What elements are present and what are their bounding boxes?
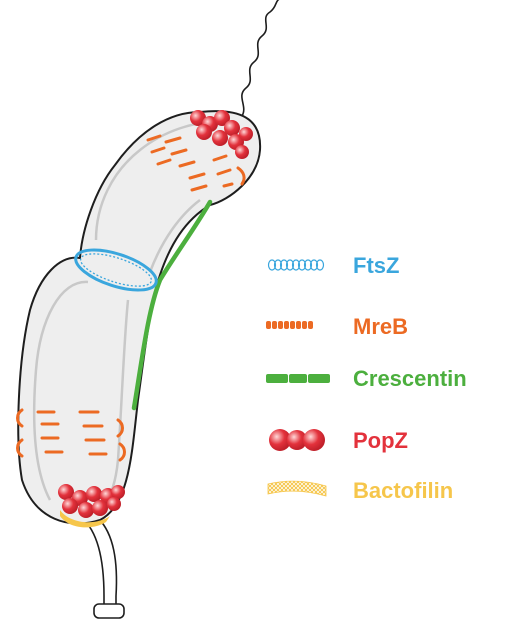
ftsz-ring-icon [269, 260, 324, 270]
legend-label-bactofilin: Bactofilin [353, 478, 453, 503]
popz-cluster-icon [269, 429, 325, 451]
popz-cluster-bottom [58, 484, 125, 518]
legend-label-mreb: MreB [353, 314, 408, 339]
legend-item-mreb: MreB [266, 314, 408, 339]
holdfast [94, 604, 124, 618]
mreb-filament-icon [266, 321, 313, 329]
legend-item-popz: PopZ [269, 428, 408, 453]
legend-label-crescentin: Crescentin [353, 366, 467, 391]
crescentin-filament-icon [266, 374, 330, 383]
stalk [82, 518, 116, 608]
legend-item-crescentin: Crescentin [266, 366, 467, 391]
bactofilin-mesh-icon [268, 481, 326, 496]
legend-item-ftsz: FtsZ [269, 253, 400, 278]
legend: FtsZ MreB Crescentin [266, 253, 467, 503]
legend-item-bactofilin: Bactofilin [268, 478, 453, 503]
flagellum [242, 0, 282, 116]
legend-label-ftsz: FtsZ [353, 253, 399, 278]
legend-label-popz: PopZ [353, 428, 408, 453]
